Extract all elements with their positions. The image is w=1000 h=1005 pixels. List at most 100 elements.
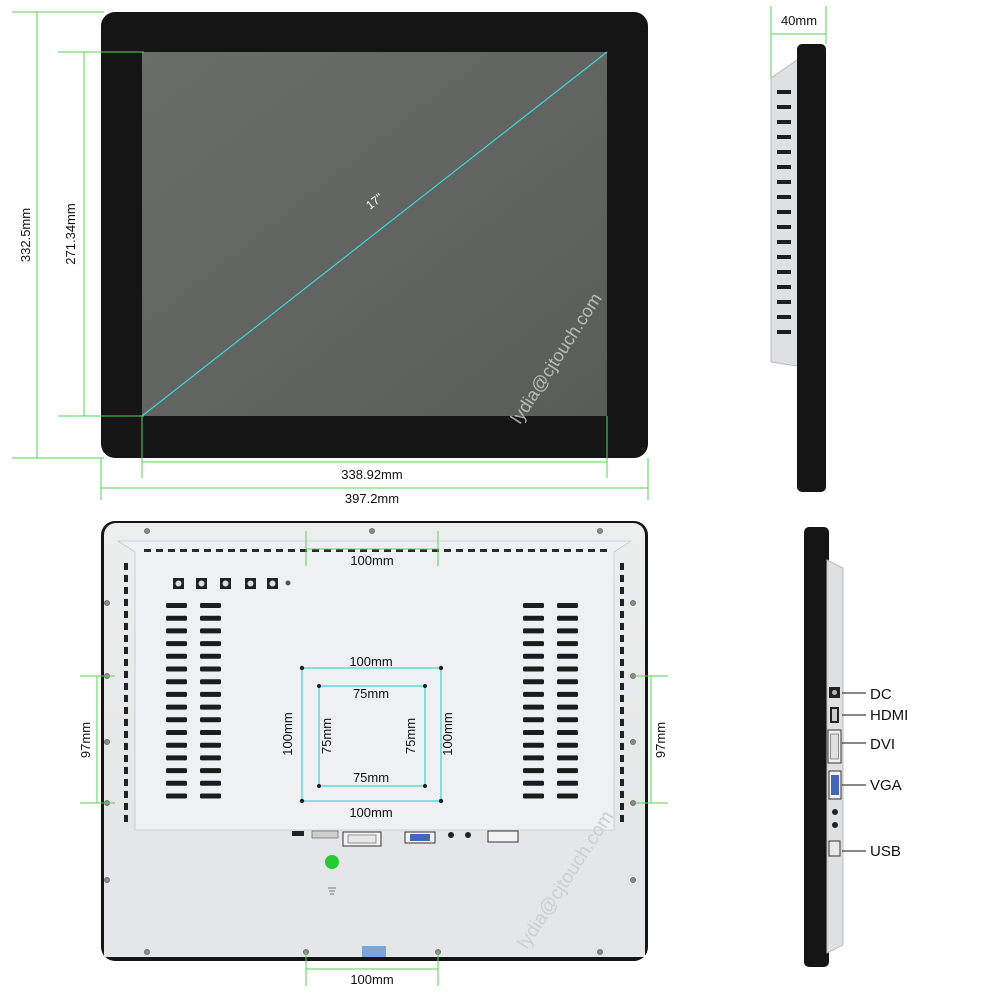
right-spacing-label: 97mm <box>653 722 668 758</box>
back-vent-column-left-outer <box>166 603 187 799</box>
back-vent-column-left-inner <box>200 603 221 799</box>
vent-slot <box>124 671 128 678</box>
vent-slot <box>557 628 578 634</box>
front-view: 17" lydia@cjtouch.com 332.5mm 271.34mm 3… <box>12 11 649 506</box>
screen-width-dimension <box>141 416 608 478</box>
audio-jack <box>832 822 838 828</box>
vesa-100-square <box>301 667 442 802</box>
vent-slot <box>557 780 578 786</box>
vent-slot <box>124 707 128 714</box>
vent-slot <box>166 615 187 621</box>
left-spacing-label: 97mm <box>78 722 93 758</box>
vent-slot <box>523 704 544 710</box>
screw <box>144 528 150 534</box>
vent-slot <box>620 707 624 714</box>
vent-slot <box>200 641 221 647</box>
back-edge-vents-right <box>620 563 624 822</box>
vent-slot <box>557 742 578 748</box>
vent-slot <box>620 575 624 582</box>
vent-slot <box>777 300 791 304</box>
vent-slot <box>124 587 128 594</box>
rear-connectors <box>292 830 519 847</box>
vent-slot <box>620 803 624 810</box>
side-view-ports: DC HDMI DVI VGA USB <box>804 527 908 967</box>
vent-slot <box>620 719 624 726</box>
side-view-top: 40mm <box>770 6 827 492</box>
screw <box>369 528 375 534</box>
vent-slot <box>523 666 544 672</box>
vent-slot <box>523 603 544 608</box>
depth-label: 40mm <box>781 13 817 28</box>
vent-slot <box>620 647 624 654</box>
vent-slot <box>777 165 791 169</box>
back-label-sticker <box>362 946 386 957</box>
screw <box>630 600 636 606</box>
vent-slot <box>620 743 624 750</box>
top-vesa-dimension <box>305 531 439 566</box>
vesa-100-top-label: 100mm <box>349 654 392 669</box>
screw <box>630 739 636 745</box>
vent-slot <box>557 717 578 723</box>
screw <box>104 600 110 606</box>
vent-slot <box>523 691 544 697</box>
vent-slot <box>124 743 128 750</box>
vent-slot <box>777 240 791 244</box>
vent-slot <box>557 691 578 697</box>
vent-slot <box>166 653 187 659</box>
vent-slot <box>124 779 128 786</box>
vent-slot <box>557 666 578 672</box>
vent-slot <box>620 815 624 822</box>
power-led <box>325 855 339 869</box>
vent-slot <box>124 647 128 654</box>
vent-slot <box>777 255 791 259</box>
vent-slot <box>166 679 187 685</box>
vesa-holes <box>299 665 444 804</box>
side-top-vents <box>777 90 791 334</box>
vent-slot <box>124 623 128 630</box>
vent-slot <box>200 615 221 621</box>
vent-slot <box>620 695 624 702</box>
vent-slot <box>124 563 128 570</box>
vent-slot <box>200 653 221 659</box>
top-vesa-label: 100mm <box>350 553 393 568</box>
screw <box>104 877 110 883</box>
vent-slot <box>620 599 624 606</box>
vent-slot <box>166 768 187 774</box>
vent-slot <box>777 180 791 184</box>
vent-slot <box>200 628 221 634</box>
vent-slot <box>124 575 128 582</box>
audio-jack <box>832 809 838 815</box>
vent-slot <box>200 780 221 786</box>
vent-slot <box>200 679 221 685</box>
vent-slot <box>620 779 624 786</box>
vent-slot <box>557 603 578 608</box>
vent-slot <box>124 731 128 738</box>
vent-slot <box>523 679 544 685</box>
vesa-75-square <box>318 685 426 787</box>
vent-slot <box>777 195 791 199</box>
vent-slot <box>777 225 791 229</box>
side-bottom-bezel <box>804 527 829 967</box>
vent-slot <box>200 755 221 761</box>
usb-port <box>828 840 841 857</box>
back-edge-vents-left <box>124 563 128 822</box>
vent-slot <box>166 755 187 761</box>
usb-label: USB <box>870 843 901 860</box>
vent-slot <box>557 768 578 774</box>
vent-slot <box>124 695 128 702</box>
vent-slot <box>777 120 791 124</box>
vent-slot <box>620 635 624 642</box>
vent-slot <box>557 653 578 659</box>
outer-height-dimension <box>12 11 104 459</box>
bottom-vesa-label: 100mm <box>350 972 393 987</box>
vent-slot <box>620 791 624 798</box>
vent-slot <box>777 330 791 334</box>
vent-slot <box>777 105 791 109</box>
back-screws <box>104 528 636 955</box>
right-spacing-dimension <box>634 675 668 804</box>
vent-slot <box>557 615 578 621</box>
dvi-label: DVI <box>870 736 895 753</box>
vesa-100-left-label: 100mm <box>280 712 295 755</box>
